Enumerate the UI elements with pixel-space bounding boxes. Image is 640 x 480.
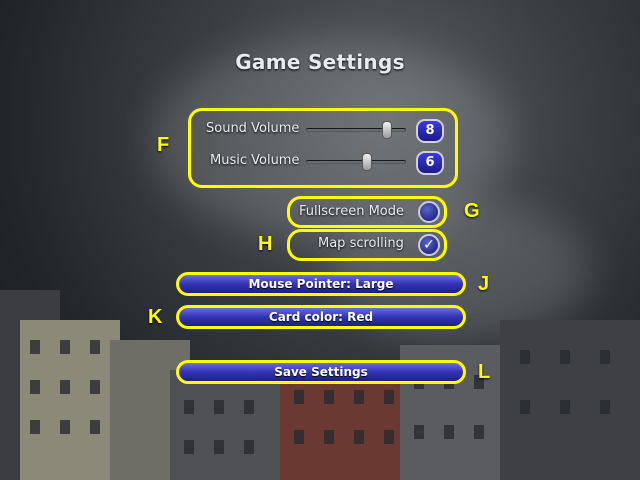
sound-volume-value: 8	[416, 119, 444, 143]
building	[170, 370, 290, 480]
fullscreen-label: Fullscreen Mode	[299, 204, 404, 219]
building	[280, 370, 410, 480]
save-settings-button[interactable]: Save Settings	[176, 360, 466, 384]
annotation-l: L	[478, 361, 491, 383]
sound-volume-slider[interactable]	[306, 128, 406, 132]
checkmark-icon: ✓	[423, 237, 435, 253]
annotation-j: J	[478, 273, 490, 295]
sound-volume-thumb[interactable]	[382, 121, 392, 139]
volume-group	[188, 108, 458, 188]
annotation-k: K	[148, 306, 163, 328]
music-volume-thumb[interactable]	[362, 153, 372, 171]
building	[20, 320, 120, 480]
map-scrolling-label: Map scrolling	[318, 236, 404, 251]
page-title: Game Settings	[235, 50, 405, 74]
annotation-f: F	[157, 134, 170, 156]
fullscreen-row[interactable]	[287, 196, 447, 228]
music-volume-slider[interactable]	[306, 160, 406, 164]
card-color-button[interactable]: Card color: Red	[176, 305, 466, 329]
annotation-g: G	[464, 200, 480, 222]
music-volume-value: 6	[416, 151, 444, 175]
map-scrolling-toggle[interactable]: ✓	[418, 234, 440, 256]
fullscreen-toggle[interactable]	[418, 201, 440, 223]
map-scrolling-row[interactable]	[287, 229, 447, 261]
annotation-h: H	[258, 233, 273, 255]
mouse-pointer-button[interactable]: Mouse Pointer: Large	[176, 272, 466, 296]
music-volume-label: Music Volume	[210, 153, 300, 168]
building	[500, 320, 640, 480]
sound-volume-label: Sound Volume	[206, 121, 300, 136]
cloud	[150, 40, 510, 240]
